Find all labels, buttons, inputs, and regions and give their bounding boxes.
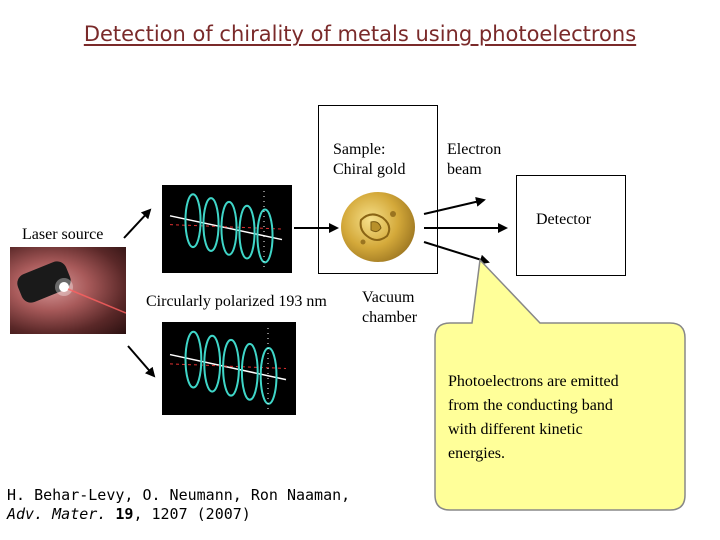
helix-loop bbox=[222, 338, 240, 397]
detector-box bbox=[516, 175, 626, 276]
laser-down-arrow bbox=[127, 345, 156, 378]
upper-circular-polarization-image bbox=[162, 185, 292, 273]
helix-loop bbox=[240, 342, 259, 401]
sample-label: Sample: Chiral gold bbox=[333, 140, 405, 180]
electron-up-arrow bbox=[423, 196, 486, 215]
callout-line4: energies. bbox=[448, 445, 506, 462]
helix-loop bbox=[202, 197, 220, 252]
helix-axis bbox=[169, 353, 287, 381]
callout-text: Photoelectrons are emitted from the cond… bbox=[448, 370, 678, 466]
callout-line3: with different kinetic bbox=[448, 421, 583, 438]
laser-source-photo bbox=[10, 247, 126, 334]
helix-loop bbox=[259, 346, 278, 405]
vacuum-chamber-label: Vacuum chamber bbox=[362, 288, 417, 328]
helix-field-vector bbox=[169, 363, 287, 369]
helix-axis bbox=[169, 215, 283, 241]
reference-authors: H. Behar-Levy, O. Neumann, Ron Naaman, bbox=[7, 486, 351, 504]
helix-loop bbox=[184, 193, 202, 249]
helix-loop bbox=[256, 208, 274, 264]
electron-beam-label: Electron beam bbox=[447, 140, 501, 180]
sample-label-line1: Sample: bbox=[333, 141, 386, 158]
helix-loop bbox=[220, 200, 238, 256]
page-title: Detection of chirality of metals using p… bbox=[83, 22, 637, 46]
vacuum-chamber-label-line2: chamber bbox=[362, 309, 418, 326]
polarized-light-label: Circularly polarized 193 nm bbox=[146, 293, 327, 310]
reference-journal: Adv. Mater. bbox=[7, 505, 107, 523]
laser-up-arrow bbox=[123, 208, 152, 239]
helix-loop bbox=[203, 334, 222, 393]
reference-pages-year: , 1207 (2007) bbox=[133, 505, 251, 523]
laser-source-label: Laser source bbox=[22, 226, 104, 243]
callout-line1: Photoelectrons are emitted bbox=[448, 373, 619, 390]
sample-label-line2: Chiral gold bbox=[333, 161, 406, 178]
lower-circular-polarization-image bbox=[162, 322, 296, 415]
electron-down-arrow bbox=[423, 241, 490, 265]
helix-loop bbox=[238, 204, 256, 260]
electron-beam-label-line1: Electron bbox=[447, 141, 502, 158]
reference-journal-line: Adv. Mater. 19, 1207 (2007) bbox=[7, 505, 350, 524]
detector-label: Detector bbox=[536, 211, 592, 228]
vacuum-chamber-label-line1: Vacuum bbox=[362, 289, 415, 306]
helix-loop bbox=[184, 330, 203, 389]
electron-beam-label-line2: beam bbox=[447, 161, 482, 178]
chiral-gold-sample-image bbox=[341, 192, 415, 262]
helix-field-vector bbox=[169, 224, 283, 230]
reference-citation: H. Behar-Levy, O. Neumann, Ron Naaman, A… bbox=[7, 486, 350, 524]
reference-volume: 19 bbox=[115, 505, 134, 523]
callout-line2: from the conducting band bbox=[448, 397, 613, 414]
